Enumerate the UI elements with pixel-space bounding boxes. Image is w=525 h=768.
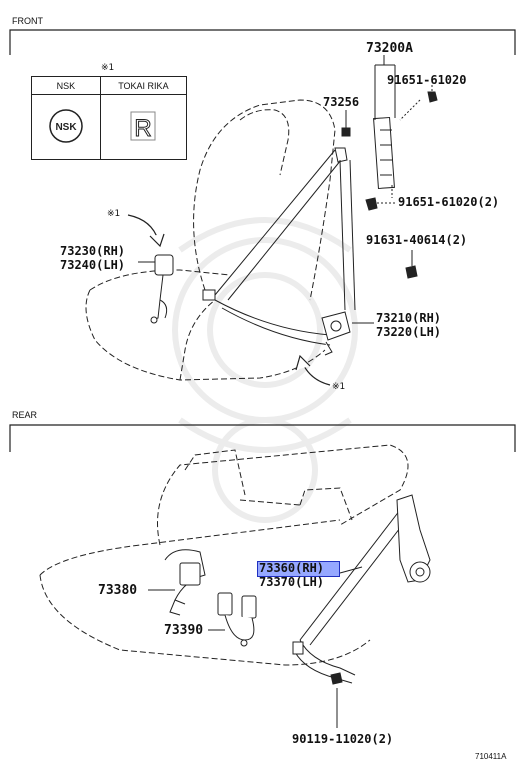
callout-73200a[interactable]: 73200A <box>366 41 413 56</box>
callout-90119-11020-2[interactable]: 90119-11020(2) <box>292 732 394 746</box>
rear-belt <box>292 509 411 684</box>
height-adjuster <box>373 116 395 190</box>
rear-retractor <box>396 494 431 583</box>
note-mark-buckle: ※1 <box>107 209 121 219</box>
watermark <box>172 217 358 523</box>
front-seat <box>85 99 336 381</box>
front-retractor <box>321 311 351 356</box>
front-buckle <box>150 254 174 324</box>
callout-73256[interactable]: 73256 <box>323 95 360 109</box>
manufacturer-table: NSK TOKAI RIKA NSK R <box>31 76 188 160</box>
tokai-rika-logo-icon: R <box>130 111 156 143</box>
callout-91651-61020-top[interactable]: 91651-61020 <box>387 73 467 87</box>
rear-frame <box>9 424 516 452</box>
section-front-title: FRONT <box>12 16 43 26</box>
callout-91631-40614-2[interactable]: 91631-40614(2) <box>366 233 468 247</box>
note-mark-table: ※1 <box>101 63 115 73</box>
nsk-logo-text: NSK <box>55 122 77 133</box>
callout-73240-lh[interactable]: 73240(LH) <box>60 258 126 272</box>
tokai-logo-cell: R <box>99 94 188 160</box>
front-leaders <box>138 261 374 324</box>
callout-73380[interactable]: 73380 <box>98 583 138 598</box>
tokai-logo-text: R <box>135 115 152 142</box>
rear-buckle-73380 <box>164 549 206 616</box>
front-hardware <box>341 55 438 279</box>
callout-73210-rh[interactable]: 73210(RH) <box>376 311 442 325</box>
note-arrows <box>127 214 331 386</box>
nsk-logo-cell: NSK <box>31 94 101 160</box>
front-frame <box>9 29 516 55</box>
rear-seat <box>39 444 409 666</box>
callout-73390[interactable]: 73390 <box>164 623 204 638</box>
manufacturer-nsk-header: NSK <box>31 76 101 95</box>
front-belt <box>202 147 356 346</box>
callout-73370-lh[interactable]: 73370(LH) <box>259 575 325 589</box>
nsk-logo-icon: NSK <box>49 109 83 143</box>
selected-part-highlight <box>257 561 340 577</box>
manufacturer-tokai-header: TOKAI RIKA <box>99 76 188 95</box>
callout-73230-rh[interactable]: 73230(RH) <box>60 244 126 258</box>
note-mark-retractor: ※1 <box>332 382 346 392</box>
rear-leaders <box>148 566 363 728</box>
diagram-code: 710411A <box>475 752 507 761</box>
section-rear-title: REAR <box>12 410 38 420</box>
callout-73360-rh[interactable]: 73360(RH) <box>259 561 325 575</box>
rear-buckle-73390 <box>217 592 257 647</box>
callout-91651-61020-2[interactable]: 91651-61020(2) <box>398 195 500 209</box>
callout-73220-lh[interactable]: 73220(LH) <box>376 325 442 339</box>
